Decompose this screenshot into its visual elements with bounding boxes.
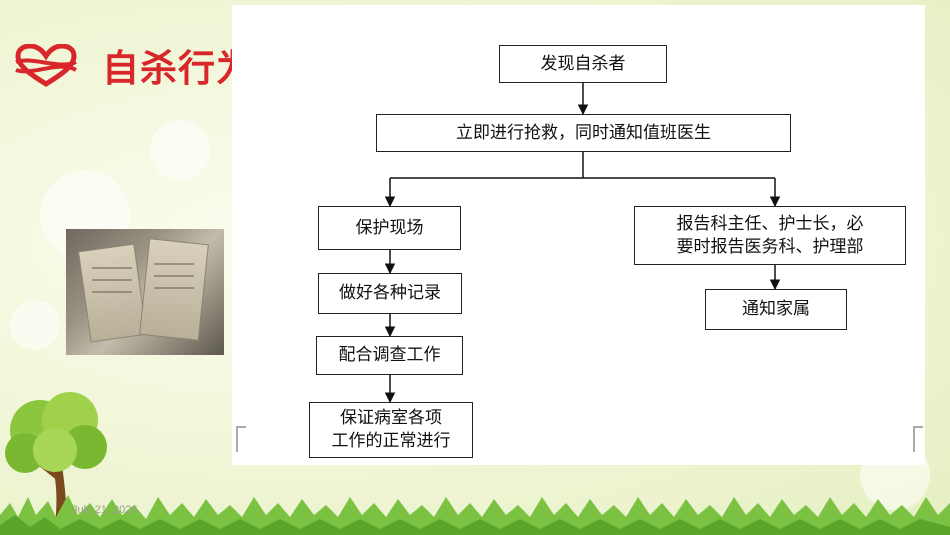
book-text-line [92,267,132,269]
flow-node-rescue: 立即进行抢救，同时通知值班医生 [376,114,791,152]
grass-border [0,495,950,535]
heart-knot-logo-icon [15,44,78,87]
book-text-line [92,291,132,293]
flow-node-notify-family: 通知家属 [705,289,847,330]
flow-node-record: 做好各种记录 [318,273,462,314]
book-page-left [77,243,148,343]
book-text-line [154,275,194,277]
panel-corner-left [236,426,246,452]
bokeh-2 [150,120,210,180]
book-text-line [92,279,132,281]
book-text-line [154,287,194,289]
bokeh-3 [10,300,60,350]
flow-node-discover: 发现自杀者 [499,45,667,83]
flow-node-investigate: 配合调查工作 [316,336,463,375]
book-photo [66,229,224,355]
book-text-line [154,263,194,265]
flow-node-protect-scene: 保护现场 [318,206,461,250]
panel-corner-right [913,426,923,452]
flow-node-report: 报告科主任、护士长，必 要时报告医务科、护理部 [634,206,906,265]
book-page-right [139,238,209,341]
slide-date: July 21, 2026 [72,504,138,516]
flow-node-ward-normal: 保证病室各项 工作的正常进行 [309,402,473,458]
